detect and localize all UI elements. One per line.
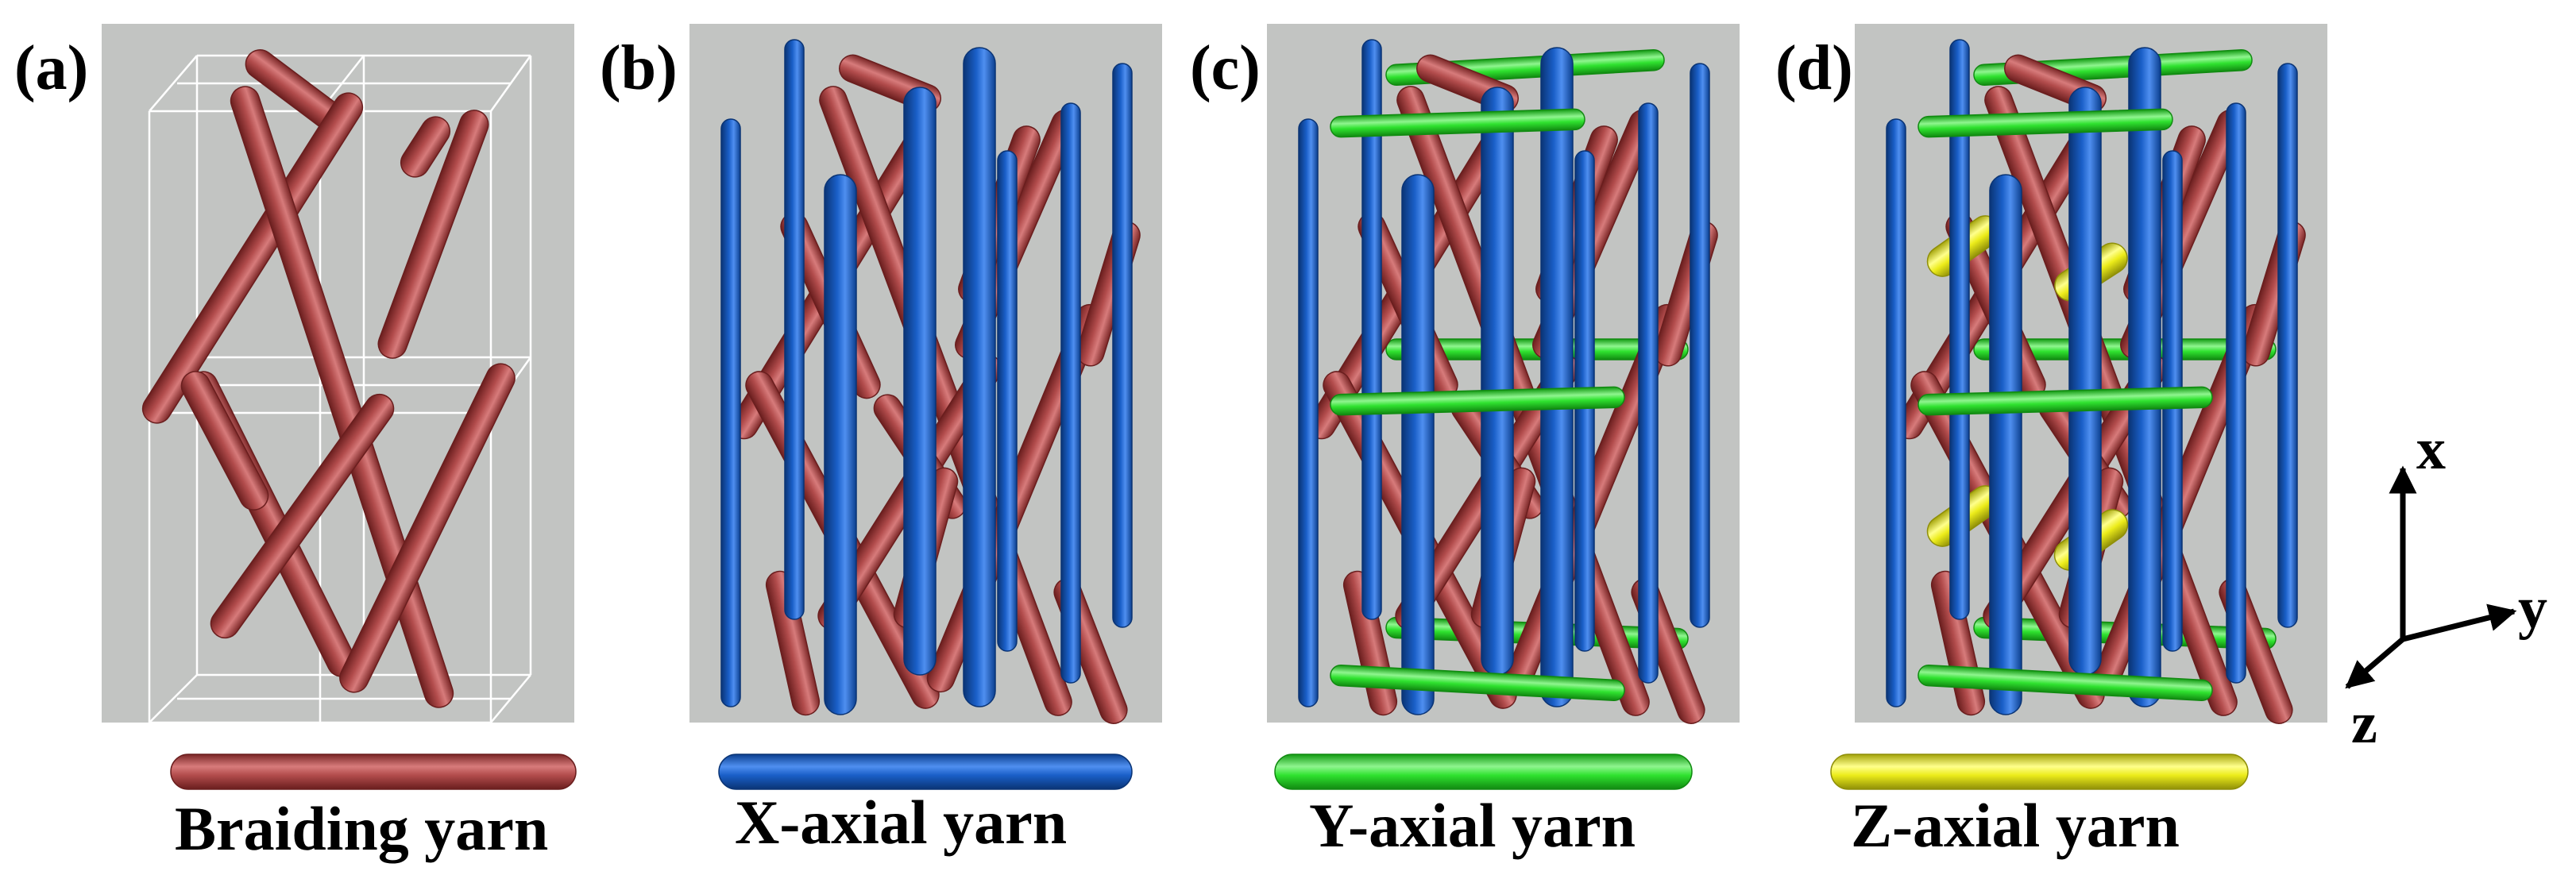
x-axial-yarn	[1887, 119, 1906, 707]
x-axial-yarn	[785, 40, 804, 619]
x-axial-yarn	[2129, 48, 2161, 707]
legend-swatch-y-axial	[1275, 754, 1692, 789]
x-axial-yarn	[1113, 64, 1132, 627]
legend-swatch-z-axial	[1831, 754, 2248, 789]
x-axial-yarn	[904, 87, 936, 675]
z-axis-arrow	[2347, 639, 2403, 687]
y-axis-arrow	[2403, 611, 2514, 639]
x-axial-yarn	[721, 119, 740, 707]
panel-d	[1855, 24, 2327, 727]
legend-label-y-axial: Y-axial yarn	[1309, 791, 1636, 860]
x-axial-yarn	[1061, 103, 1080, 683]
x-axial-yarn	[2069, 87, 2101, 675]
x-axial-yarn	[1541, 48, 1573, 707]
legend-layer: Braiding yarn X-axial yarn Y-axial yarn Z-a…	[171, 754, 2248, 863]
legend-label-z-axial: Z-axial yarn	[1851, 791, 2180, 860]
panel-label: (d)	[1775, 33, 1853, 103]
legend-swatch-braiding	[171, 754, 576, 789]
y-axis-label: y	[2518, 576, 2547, 641]
x-axial-yarn	[1990, 175, 2022, 715]
x-axial-yarn	[1402, 175, 1434, 715]
panel-c	[1267, 24, 1740, 727]
x-axial-yarn	[825, 175, 856, 715]
axes-indicator: x y z	[2347, 417, 2547, 756]
x-axial-yarn	[1639, 103, 1658, 683]
x-axial-yarn	[998, 151, 1017, 651]
legend-label-x-axial: X-axial yarn	[735, 788, 1067, 857]
x-axial-yarn	[1690, 64, 1709, 627]
panel-label: (a)	[14, 33, 88, 103]
x-axis-label: x	[2416, 417, 2446, 482]
z-axis-label: z	[2351, 691, 2377, 756]
x-axial-yarn	[1481, 87, 1513, 675]
legend-label-braiding: Braiding yarn	[175, 794, 548, 863]
panel-label: (c)	[1190, 33, 1261, 103]
x-axial-yarn	[1299, 119, 1318, 707]
legend-swatch-x-axial	[719, 754, 1132, 789]
x-axial-yarn	[964, 48, 995, 707]
panels-layer	[102, 24, 2327, 727]
panel-label: (b)	[600, 33, 678, 103]
x-axial-yarn	[2226, 103, 2246, 683]
panel-b	[689, 24, 1162, 727]
x-axial-yarn	[2278, 64, 2297, 627]
panel-a	[102, 24, 574, 723]
